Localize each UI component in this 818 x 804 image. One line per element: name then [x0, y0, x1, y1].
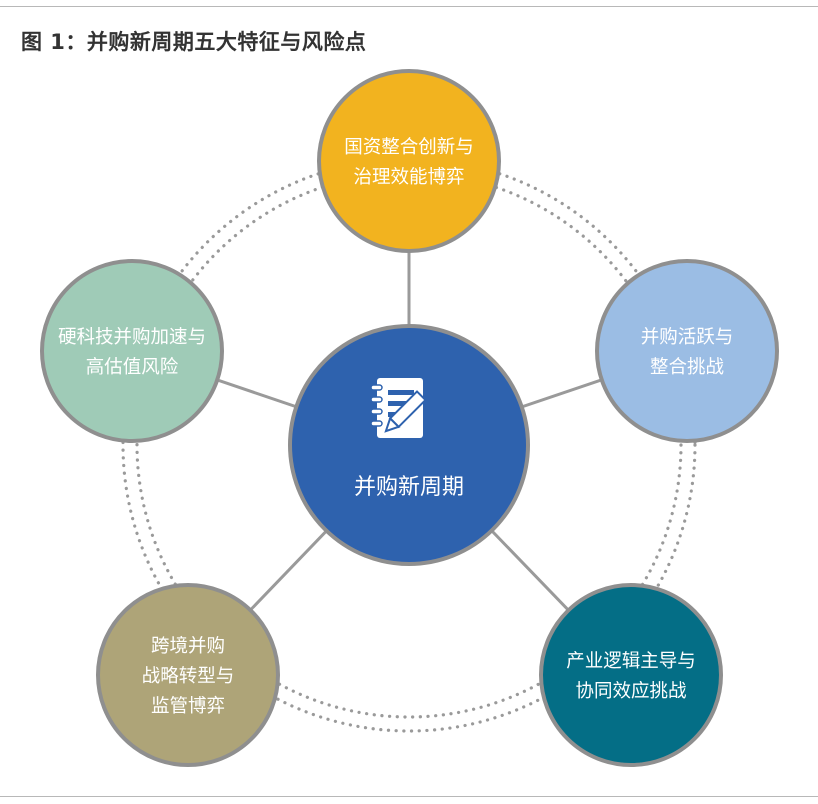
feature-circle-3	[539, 583, 723, 767]
feature-circle-1	[317, 69, 501, 253]
feature-circle-2	[595, 259, 779, 443]
feature-2-line-1: 并购活跃与	[641, 327, 734, 348]
center-circle	[288, 324, 530, 566]
feature-4-line-1: 跨境并购	[151, 636, 225, 657]
notebook-pen-icon	[370, 378, 427, 438]
feature-3-line-2: 协同效应挑战	[575, 681, 686, 702]
feature-5-line-2: 高估值风险	[86, 357, 179, 378]
figure-title: 图 1：并购新周期五大特征与风险点	[21, 30, 367, 54]
feature-circle-5	[40, 259, 224, 443]
feature-1-line-1: 国资整合创新与	[344, 137, 474, 158]
feature-4-line-3: 监管博弈	[151, 696, 225, 717]
top-rule	[0, 6, 818, 7]
feature-circle-4	[96, 583, 280, 767]
feature-4-line-2: 战略转型与	[142, 666, 235, 687]
dotted-ring-inner	[135, 171, 683, 719]
feature-1-line-2: 治理效能博弈	[353, 167, 464, 188]
feature-2-line-2: 整合挑战	[650, 357, 724, 378]
bottom-rule	[0, 796, 818, 797]
feature-3-line-1: 产业逻辑主导与	[566, 651, 696, 672]
feature-5-line-1: 硬科技并购加速与	[58, 327, 206, 348]
center-node: 并购新周期	[288, 324, 530, 566]
center-label: 并购新周期	[354, 475, 464, 500]
